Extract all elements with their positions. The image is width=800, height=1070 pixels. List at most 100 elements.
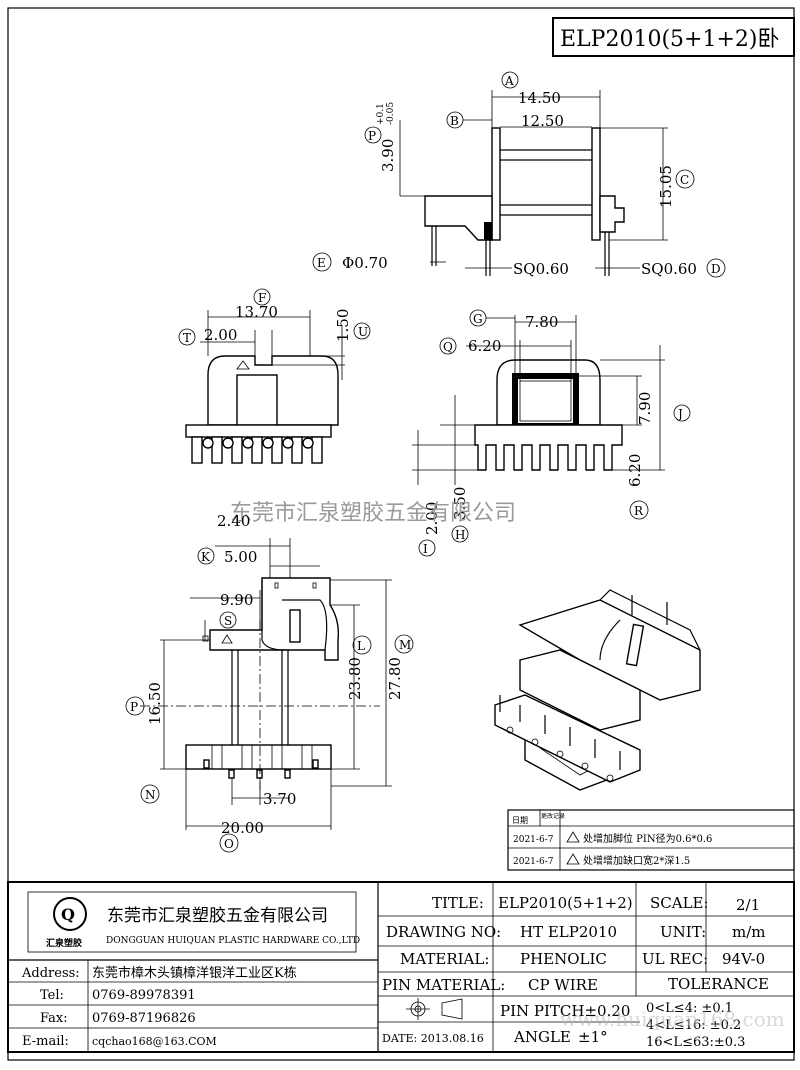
dim-sq-0-60-right: SQ0.60 <box>641 260 697 278</box>
material-value: PHENOLIC <box>520 950 607 968</box>
dim-3-70: 3.70 <box>263 790 296 808</box>
rev-2-date: 2021-6-7 <box>513 857 554 867</box>
angle-label: ANGLE <box>513 1028 571 1046</box>
header-title-box <box>552 17 795 57</box>
url-watermark: www.huiquan168.com <box>560 1007 785 1031</box>
label-a: A <box>504 74 514 88</box>
unit-value: m/m <box>732 923 766 941</box>
pin-pitch-label: PIN PITCH±0.20 <box>500 1002 630 1020</box>
label-r: R <box>634 504 644 518</box>
label-b: B <box>450 114 459 128</box>
label-o: O <box>224 837 234 851</box>
rev-1-text: 处增加脚位 PIN径为0.6*0.6 <box>583 832 712 845</box>
address-value: 东莞市樟木头镇樟洋银洋工业区K栋 <box>92 965 297 981</box>
rev-header-date: 日期 <box>512 816 528 825</box>
tel-value: 0769-89978391 <box>92 988 196 1003</box>
label-i: I <box>423 542 428 556</box>
scale-value: 2/1 <box>736 896 760 914</box>
revision-table: 日期 更改记录 2021-6-7 处增加脚位 PIN径为0.6*0.6 2021… <box>507 809 795 871</box>
tolerance-1: 0<L≤4: ±0.1 <box>646 1001 733 1016</box>
label-k: K <box>201 550 211 564</box>
rev-1-date: 2021-6-7 <box>513 835 554 845</box>
logo-text: 汇泉塑胶 <box>46 937 82 949</box>
dim-20-00: 20.00 <box>221 819 264 837</box>
dim-3-90-tol-minus: -0.05 <box>386 102 396 125</box>
label-g: G <box>473 312 483 326</box>
fax-label: Fax: <box>40 1011 68 1026</box>
label-p-side: P <box>368 129 376 143</box>
rev-header-ver: 更改记录 <box>541 812 565 820</box>
label-d: D <box>711 262 721 276</box>
dim-3-90: 3.90 <box>379 139 397 172</box>
title-value: ELP2010(5+1+2) <box>498 894 633 912</box>
isometric-view <box>494 589 701 791</box>
dim-14-50: 14.50 <box>518 89 561 107</box>
dim-1-50: 1.50 <box>334 309 352 342</box>
dim-3-90-tol-plus: +0.1 <box>376 103 386 125</box>
pin-material-label: PIN MATERIAL: <box>382 976 505 994</box>
dim-15-05: 15.05 <box>657 165 675 208</box>
company-name-cn: 东莞市汇泉塑胶五金有限公司 <box>107 906 328 926</box>
dim-3-50: 3.50 <box>451 487 469 520</box>
unit-label: UNIT: <box>660 923 706 941</box>
label-q: Q <box>443 340 453 354</box>
dim-2-00-section: 2.00 <box>423 502 441 535</box>
drawing-value: HT ELP2010 <box>520 923 617 941</box>
label-m: M <box>399 638 411 652</box>
sheet-border <box>7 7 795 1061</box>
label-h: H <box>455 528 465 542</box>
dim-9-90: 9.90 <box>220 591 253 609</box>
dim-2-00-front: 2.00 <box>204 326 237 344</box>
rev-2-text: 处增增加缺口宽2*深1.5 <box>583 854 690 867</box>
fax-value: 0769-87196826 <box>92 1011 196 1026</box>
projection-symbol-icon <box>406 998 463 1020</box>
dim-6-20-top: 6.20 <box>468 337 501 355</box>
date-label: DATE: 2013.08.16 <box>382 1032 484 1045</box>
dim-13-70: 13.70 <box>235 303 278 321</box>
watermark-company: 东莞市汇泉塑胶五金有限公司 <box>230 501 516 526</box>
title-block: Q 汇泉塑胶 东莞市汇泉塑胶五金有限公司 DONGGUAN HUIQUAN PL… <box>7 881 795 1053</box>
label-n: N <box>145 788 156 802</box>
dim-16-50: 16.50 <box>146 682 164 725</box>
title-label: TITLE: <box>432 894 484 912</box>
logo-mark: Q <box>61 905 75 924</box>
material-label: MATERIAL: <box>400 950 489 968</box>
dim-2-40: 2.40 <box>217 512 250 530</box>
bottom-view: 2.40 5.00 K 9.90 S 23.80 L 27.80 M 16.50… <box>125 512 414 853</box>
angle-value: ±1° <box>578 1028 608 1046</box>
section-view: 7.80 G 6.20 Q 7.90 J 6.20 R 2.00 I 3.50 … <box>412 309 691 557</box>
dim-5-00: 5.00 <box>224 548 257 566</box>
label-j: J <box>676 407 683 421</box>
email-label: E-mail: <box>22 1034 69 1049</box>
label-c: C <box>680 173 689 187</box>
dim-7-90: 7.90 <box>636 392 654 425</box>
dim-27-80: 27.80 <box>386 657 404 700</box>
dim-23-80: 23.80 <box>346 657 364 700</box>
dim-6-20-right: 6.20 <box>626 454 644 487</box>
front-view: 13.70 F 2.00 T 1.50 U <box>178 288 371 464</box>
dim-sq-0-60-left: SQ0.60 <box>513 260 569 278</box>
drawing-label: DRAWING NO: <box>386 923 501 941</box>
side-view: 14.50 12.50 A B 15.05 C 3.90 +0.1 -0.05 … <box>312 71 726 278</box>
tolerance-2: 4<L≤16: ±0.2 <box>646 1018 741 1033</box>
email-value: cqchao168@163.COM <box>92 1035 217 1048</box>
company-name-en: DONGGUAN HUIQUAN PLASTIC HARDWARE CO.,LT… <box>106 936 360 946</box>
ulrec-label: UL REC: <box>642 950 708 968</box>
address-label: Address: <box>21 966 80 981</box>
dim-12-50: 12.50 <box>521 112 564 130</box>
dim-7-80: 7.80 <box>525 313 558 331</box>
ulrec-value: 94V-0 <box>722 950 765 968</box>
label-t: T <box>183 331 191 345</box>
label-p-bottom: P <box>130 700 138 714</box>
tolerance-3: 16<L≤63:±0.3 <box>646 1035 745 1050</box>
pin-material-value: CP WIRE <box>528 976 598 994</box>
label-e: E <box>317 256 326 270</box>
label-l: L <box>357 639 365 653</box>
header-title: ELP2010(5+1+2)卧 <box>560 27 780 52</box>
label-s: S <box>224 614 232 628</box>
tel-label: Tel: <box>40 988 64 1003</box>
dim-phi-0-70: Φ0.70 <box>342 254 388 272</box>
label-u: U <box>358 325 368 339</box>
label-f: F <box>258 291 266 305</box>
